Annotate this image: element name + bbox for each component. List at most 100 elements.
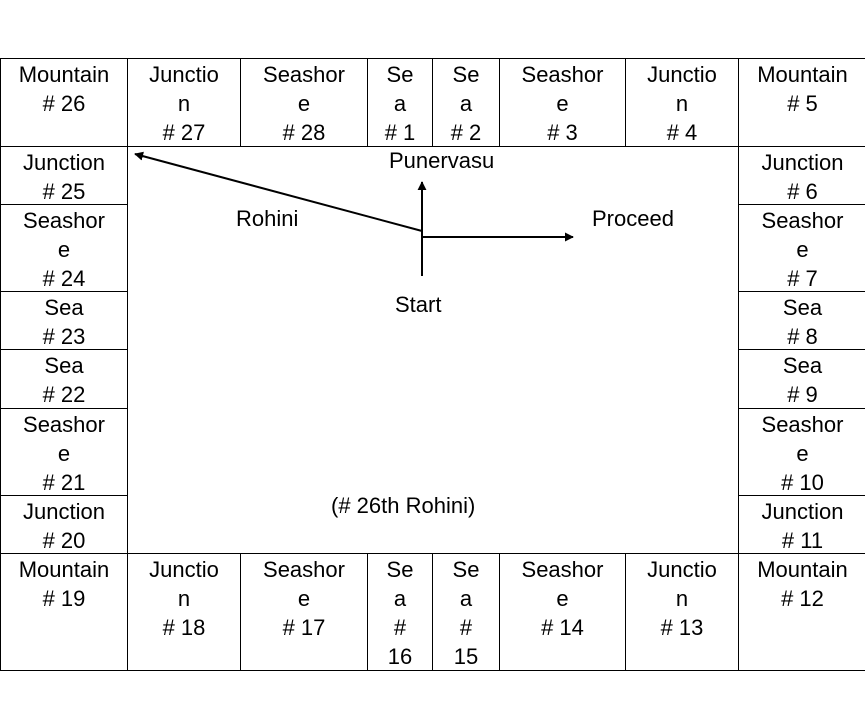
cell-text-line: # 9 <box>787 382 818 407</box>
cell-text-line: # 27 <box>162 120 206 145</box>
rohini-arrow <box>134 151 423 232</box>
cell-text-line: Junctio <box>647 62 717 87</box>
cell-text-line: e <box>556 91 569 116</box>
cell-text-line: n <box>177 586 191 611</box>
cell-text-line: # 18 <box>162 615 206 640</box>
cell-text-line: # <box>393 615 407 640</box>
punervasu-label: Punervasu <box>389 148 495 173</box>
cell-text-line: # <box>459 615 473 640</box>
cell-text-line: # 5 <box>787 91 818 116</box>
cell-text-line: # 3 <box>547 120 578 145</box>
cell-text-line: Junction <box>761 499 844 524</box>
left-cell-2: Seashor e # 24 <box>0 204 128 292</box>
proceed-label: Proceed <box>592 206 674 231</box>
cell-text-line: # 13 <box>660 615 704 640</box>
cell-text-line: # 22 <box>42 382 86 407</box>
cell-text-line: e <box>556 586 569 611</box>
cell-text-line: Sea <box>782 353 823 378</box>
cell-text-line: Mountain <box>757 557 848 582</box>
cell-text-line: # 7 <box>787 266 818 291</box>
top-cell-6: Seashor e # 3 <box>499 58 626 147</box>
cell-text-line: # 21 <box>42 470 86 495</box>
cell-text-line: # 28 <box>282 120 326 145</box>
right-cell-5: Seashor e # 10 <box>738 408 865 496</box>
cell-text-line: # 11 <box>781 528 824 553</box>
cell-text-line: Se <box>386 62 414 87</box>
right-cell-4: Sea # 9 <box>738 349 865 409</box>
cell-text-line: Mountain <box>757 62 848 87</box>
rohini-note: (# 26th Rohini) <box>331 493 476 518</box>
cell-text-line: 15 <box>453 644 479 669</box>
cell-text-line: Junctio <box>647 557 717 582</box>
cell-text-line: # 14 <box>541 615 584 640</box>
cell-text-line: e <box>796 441 809 466</box>
cell-text-line: a <box>393 586 407 611</box>
cell-text-line: # 17 <box>282 615 326 640</box>
cell-text-line: e <box>57 441 71 466</box>
top-cell-2: Junctio n # 27 <box>127 58 241 147</box>
cell-text-line: # 24 <box>42 266 86 291</box>
cell-text-line: 16 <box>387 644 413 669</box>
left-cell-3: Sea # 23 <box>0 291 128 350</box>
cell-text-line: Junctio <box>149 62 219 87</box>
bottom-cell-4: Se a #16 <box>367 553 433 671</box>
cell-text-line: Seashor <box>23 208 105 233</box>
cell-text-line: n <box>177 91 191 116</box>
cell-text-line: Junction <box>23 499 105 524</box>
bottom-cell-3: Seashor e # 17 <box>240 553 368 671</box>
bottom-cell-8: Mountain # 12 <box>738 553 865 671</box>
bottom-cell-2: Junctio n # 18 <box>127 553 241 671</box>
cell-text-line: # 2 <box>450 120 482 145</box>
cell-text-line: e <box>297 586 311 611</box>
cell-text-line: Junctio <box>149 557 219 582</box>
cell-text-line: Seashor <box>263 62 345 87</box>
cell-text-line: Mountain <box>18 557 110 582</box>
bottom-cell-6: Seashor e # 14 <box>499 553 626 671</box>
start-label: Start <box>395 292 442 317</box>
cell-text-line: a <box>459 586 473 611</box>
cell-text-line: e <box>297 91 311 116</box>
cell-text-line: n <box>675 586 689 611</box>
cell-text-line: a <box>459 91 473 116</box>
cell-text-line: # 4 <box>666 120 698 145</box>
cell-text-line: Seashor <box>521 557 604 582</box>
cell-text-line: # 12 <box>781 586 824 611</box>
bottom-cell-1: Mountain # 19 <box>0 553 128 671</box>
top-cell-1: Mountain # 26 <box>0 58 128 147</box>
cell-text-line: a <box>393 91 407 116</box>
bottom-cell-7: Junctio n # 13 <box>625 553 739 671</box>
cell-text-line: e <box>57 237 71 262</box>
cell-text-line: Se <box>386 557 414 582</box>
cell-text-line: # 23 <box>42 324 86 349</box>
cell-text-line: # 10 <box>781 470 824 495</box>
rohini-label: Rohini <box>236 206 299 231</box>
left-cell-6: Junction# 20 <box>0 495 128 554</box>
cell-text-line: Se <box>452 62 480 87</box>
cell-text-line: Sea <box>44 295 84 320</box>
cell-text-line: n <box>675 91 689 116</box>
cell-text-line: Sea <box>782 295 823 320</box>
cell-text-line: # 8 <box>787 324 818 349</box>
cell-text-line: # 19 <box>42 586 86 611</box>
cell-text-line: Junction <box>761 150 844 175</box>
cell-text-line: # 1 <box>384 120 416 145</box>
cell-text-line: # 26 <box>42 91 86 116</box>
cell-text-line: Seashor <box>521 62 604 87</box>
cell-text-line: Seashor <box>23 412 105 437</box>
cell-text-line: Mountain <box>18 62 110 87</box>
cell-text-line: # 25 <box>42 179 86 204</box>
right-cell-6: Junction # 11 <box>738 495 865 554</box>
cell-text-line: Seashor <box>761 412 844 437</box>
cell-text-line: e <box>796 237 809 262</box>
cell-text-line: Seashor <box>263 557 345 582</box>
top-cell-3: Seashor e # 28 <box>240 58 368 147</box>
left-cell-5: Seashor e # 21 <box>0 408 128 496</box>
cell-text-line: # 6 <box>787 179 818 204</box>
right-cell-1: Junction # 6 <box>738 146 865 205</box>
top-cell-7: Junctio n # 4 <box>625 58 739 147</box>
cell-text-line: Junction <box>23 150 105 175</box>
